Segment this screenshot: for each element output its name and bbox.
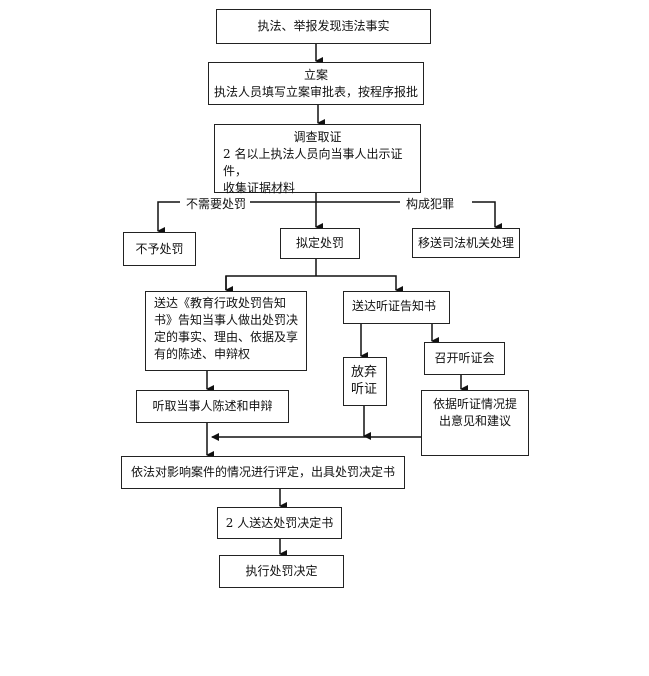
node-title: 调查取证 [293, 130, 342, 144]
node-text: 依法对影响案件的情况进行评定，出具处罚决定书 [130, 465, 395, 479]
node-deliver-decision: 2 人送达处罚决定书 [217, 507, 342, 539]
node-hold-hearing: 召开听证会 [424, 342, 505, 375]
node-text: 拟定处罚 [295, 236, 344, 250]
node-text: 2 人送达处罚决定书 [225, 515, 334, 530]
node-investigate: 调查取证 2 名以上执法人员向当事人出示证件， 收集证据材料 [214, 124, 421, 195]
node-deliver-notice: 送达《教育行政处罚告知书》告知当事人做出处罚决定的事实、理由、依据及享有的陈述、… [145, 291, 307, 371]
node-text: 听取当事人陈述和申辩 [152, 399, 273, 413]
node-text: 依据听证情况提出意见和建议 [432, 397, 517, 428]
node-hearing-opinion: 依据听证情况提出意见和建议 [421, 390, 529, 456]
node-text: 执行处罚决定 [245, 564, 318, 578]
node-deliver-hearing-notice: 送达听证告知书 [343, 291, 450, 324]
node-text: 收集证据材料 [223, 181, 296, 195]
node-text: 送达听证告知书 [352, 299, 437, 313]
node-text: 执法、举报发现违法事实 [257, 19, 390, 33]
node-register: 立案 执法人员填写立案审批表，按程序报批 [208, 62, 424, 105]
node-text: 移送司法机关处理 [417, 235, 514, 250]
node-execute: 执行处罚决定 [219, 555, 344, 588]
node-discover: 执法、举报发现违法事实 [216, 9, 431, 44]
edge-label-no-need: 不需要处罚 [186, 195, 247, 212]
node-propose-penalty: 拟定处罚 [280, 228, 360, 259]
node-text: 放弃听证 [351, 365, 378, 397]
node-no-penalty: 不予处罚 [123, 232, 196, 266]
node-evaluate: 依法对影响案件的情况进行评定，出具处罚决定书 [121, 456, 405, 489]
node-transfer-judicial: 移送司法机关处理 [412, 228, 520, 258]
node-text: 召开听证会 [434, 351, 495, 365]
node-title: 立案 [303, 67, 328, 82]
node-text: 送达《教育行政处罚告知书》告知当事人做出处罚决定的事实、理由、依据及享有的陈述、… [154, 296, 299, 361]
node-hear-statement: 听取当事人陈述和申辩 [136, 390, 289, 423]
edge-label-crime: 构成犯罪 [406, 195, 455, 212]
node-text: 执法人员填写立案审批表，按程序报批 [213, 84, 418, 99]
node-text: 2 名以上执法人员向当事人出示证件， [223, 147, 403, 178]
node-waive-hearing: 放弃听证 [343, 357, 387, 406]
node-text: 不予处罚 [135, 241, 184, 256]
